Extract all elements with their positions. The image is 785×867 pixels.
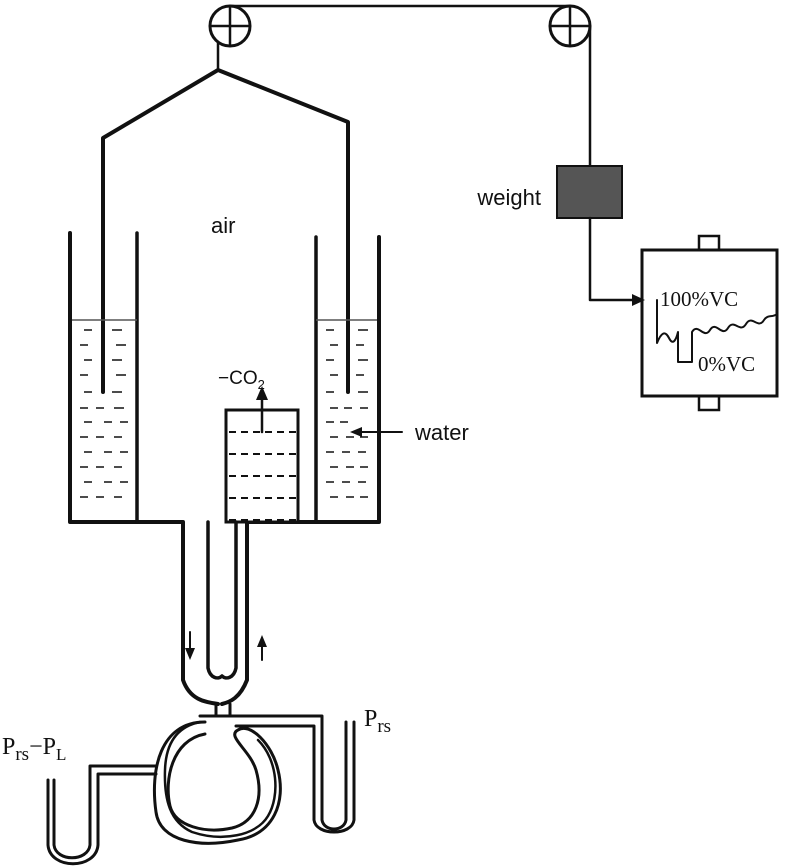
water-label: water (414, 420, 469, 445)
water-dashes-left (80, 329, 128, 498)
left-pulley (208, 4, 252, 48)
spirometer-bell (101, 68, 350, 394)
prs-label: Prs (364, 706, 391, 737)
vc-high-label: 100%VC (660, 287, 738, 311)
pulley-cable (216, 4, 592, 168)
recorder-cable (588, 216, 638, 302)
prs-manometer (230, 714, 356, 834)
water-dashes-right (326, 329, 368, 498)
kymograph-recorder: 100%VC 0%VC (640, 234, 779, 412)
volume-trace (656, 299, 778, 363)
recorder-arrowhead (632, 294, 645, 306)
water-tank (68, 231, 381, 706)
weight-label: weight (476, 185, 541, 210)
right-pulley (548, 4, 592, 48)
vc-low-label: 0%VC (698, 352, 755, 376)
weight-block (556, 165, 623, 219)
co2-absorber (224, 386, 300, 524)
air-label: air (211, 213, 235, 238)
flow-arrows (185, 631, 267, 661)
inner-tube (206, 520, 238, 680)
co2-label: −CO2 (218, 368, 265, 392)
prs-minus-pl-label: Prs−PL (2, 734, 66, 765)
tank-inner-walls (135, 231, 318, 524)
lung-model (152, 720, 282, 845)
prs-pl-manometer (46, 764, 158, 866)
